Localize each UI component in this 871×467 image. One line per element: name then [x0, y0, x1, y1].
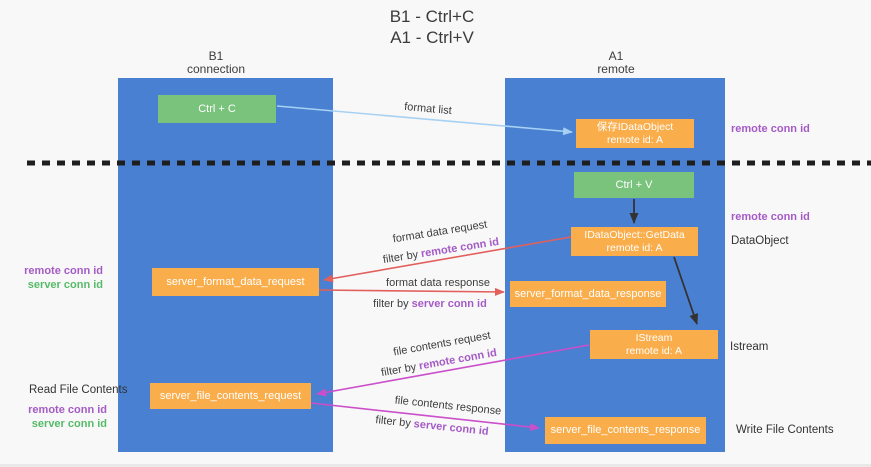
- format-data-response-label: format data response: [386, 277, 490, 289]
- server-conn-id-label: server conn id: [27, 279, 103, 291]
- format-list-arrow: [276, 105, 573, 136]
- save-idataobject-box: 保存IDataObject remote id: A: [576, 119, 694, 148]
- diagram-title: B1 - Ctrl+C A1 - Ctrl+V: [297, 6, 567, 48]
- lifeline-b1-name: B1: [208, 49, 224, 63]
- server-file-contents-request-box: server_file_contents_request: [150, 383, 311, 409]
- dataobject-annotation: DataObject: [731, 235, 789, 247]
- getdata-line1: IDataObject::GetData: [584, 228, 685, 241]
- save-idataobject-line1: 保存IDataObject: [596, 120, 674, 133]
- istream-line1: IStream: [635, 331, 673, 344]
- istream-box: IStream remote id: A: [590, 330, 718, 359]
- remote-conn-id-label: remote conn id: [24, 265, 103, 277]
- server-format-data-response-box: server_format_data_response: [510, 281, 666, 307]
- ctrl-v-label: Ctrl + V: [615, 178, 653, 191]
- lifeline-a1-name: A1: [608, 49, 624, 63]
- ctrl-v-box: Ctrl + V: [574, 172, 694, 198]
- lifeline-b1-role: connection: [186, 62, 246, 76]
- ctrl-c-label: Ctrl + C: [198, 102, 236, 115]
- window-bottom-edge: [0, 464, 871, 467]
- istream-annotation: Istream: [730, 341, 769, 353]
- title-line-2: A1 - Ctrl+V: [390, 28, 474, 47]
- conn-id-pair-top: remote conn id server conn id: [8, 264, 103, 292]
- server-format-data-response-label: server_format_data_response: [514, 287, 662, 300]
- server-file-contents-response-box: server_file_contents_response: [545, 417, 706, 444]
- lifeline-header-b1: B1 connection: [146, 50, 286, 76]
- remote-conn-id-annotation-top: remote conn id: [731, 123, 810, 135]
- write-file-contents-annotation: Write File Contents: [736, 424, 834, 436]
- filter-by-text: filter by: [373, 298, 409, 310]
- istream-line2: remote id: A: [625, 344, 683, 357]
- remote-conn-id-annotation-mid: remote conn id: [731, 211, 810, 223]
- read-file-contents-annotation: Read File Contents: [29, 384, 128, 396]
- file-contents-request-arrow: [316, 344, 590, 397]
- server-file-contents-request-label: server_file_contents_request: [159, 389, 302, 402]
- getdata-to-istream-arrow: [673, 256, 699, 325]
- getdata-line2: remote id: A: [606, 241, 663, 254]
- server-format-data-request-label: server_format_data_request: [166, 275, 305, 288]
- format-data-request-arrow: [323, 236, 572, 283]
- server-conn-id-label: server conn id: [31, 418, 107, 430]
- server-format-data-request-box: server_format_data_request: [152, 268, 319, 296]
- format-data-response-arrow: [317, 287, 505, 296]
- ctrl-c-box: Ctrl + C: [158, 95, 276, 123]
- conn-id-pair-bottom: remote conn id server conn id: [12, 403, 107, 431]
- idataobject-getdata-box: IDataObject::GetData remote id: A: [571, 227, 698, 256]
- file-contents-response-arrow: [310, 402, 540, 431]
- lifeline-header-a1: A1 remote: [546, 50, 686, 76]
- server-file-contents-response-label: server_file_contents_response: [550, 424, 701, 436]
- remote-conn-id-label: remote conn id: [28, 404, 107, 416]
- title-line-1: B1 - Ctrl+C: [389, 7, 475, 26]
- lifeline-a1-role: remote: [597, 62, 635, 76]
- save-idataobject-line2: remote id: A: [606, 133, 664, 146]
- server-conn-id-key: server conn id: [411, 298, 487, 310]
